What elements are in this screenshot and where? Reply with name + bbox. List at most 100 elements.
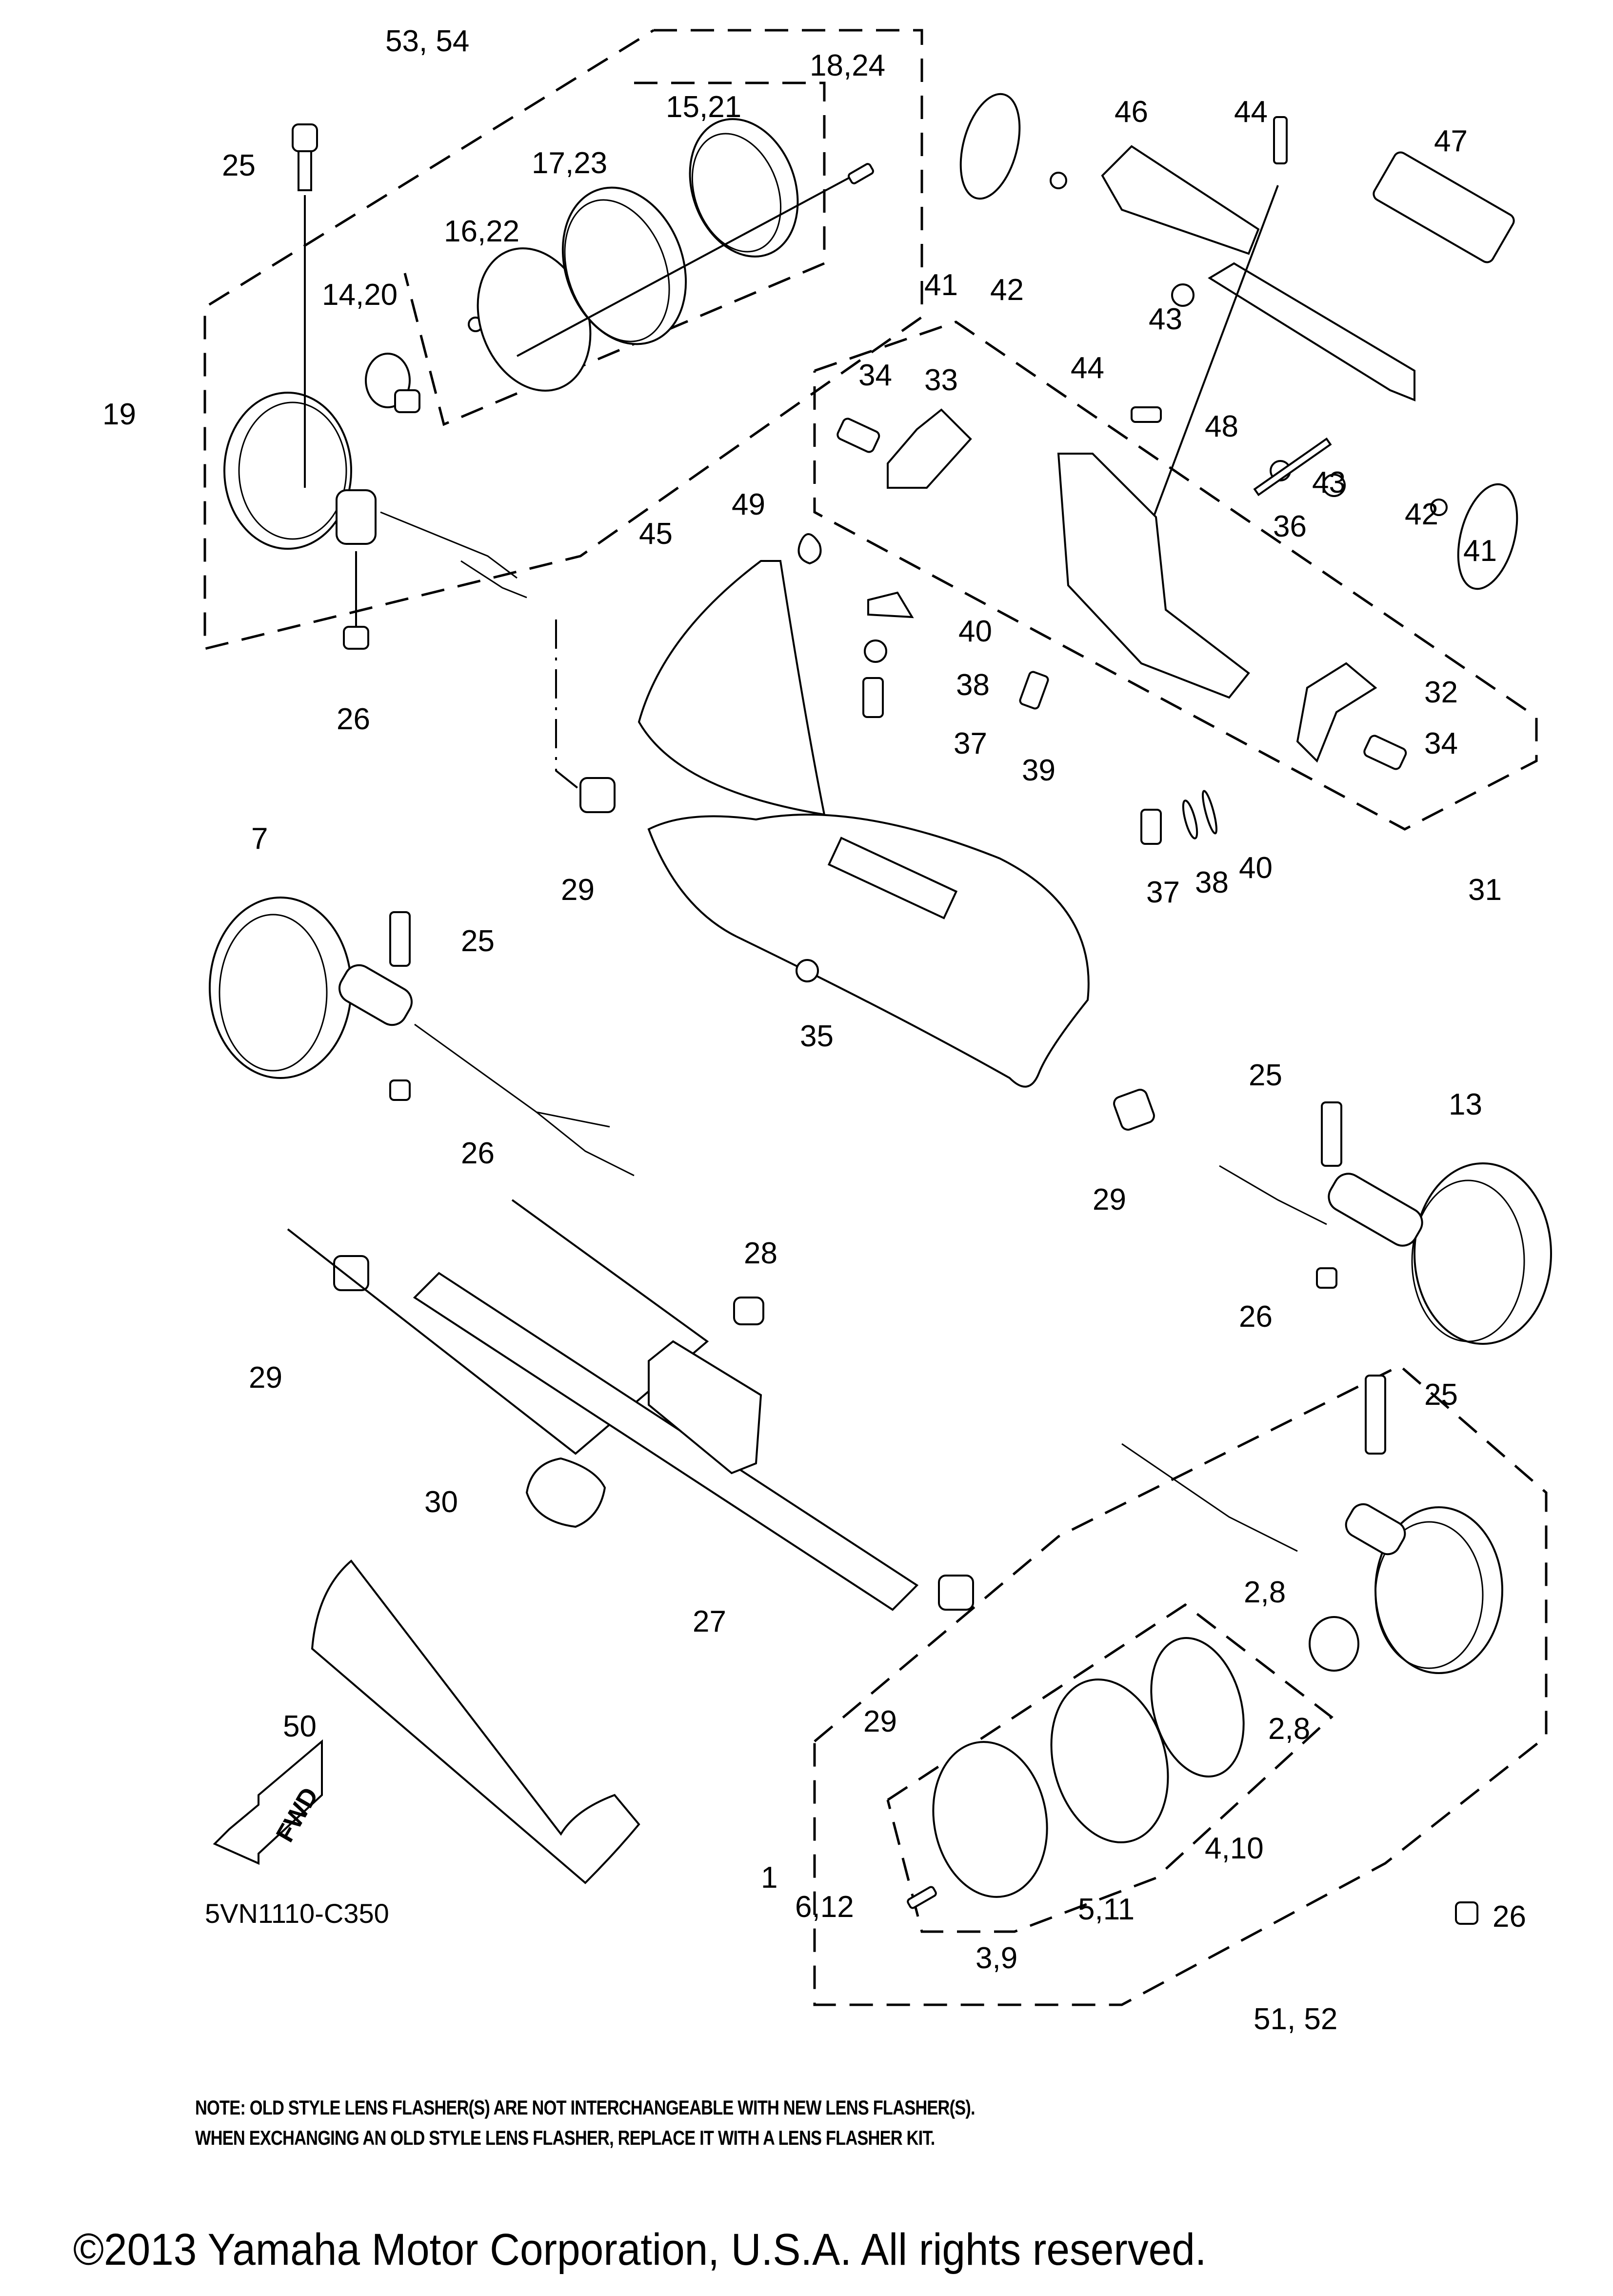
callout-25: 25 <box>1249 1058 1282 1092</box>
callout-47: 47 <box>1434 124 1468 158</box>
plate-40-b <box>1202 790 1217 835</box>
callout-50: 50 <box>283 1710 317 1743</box>
flasher-housing-1 <box>1345 1503 1503 1674</box>
callout-29: 29 <box>249 1361 282 1395</box>
bolt-34-a <box>836 418 880 453</box>
gasket-4-10 <box>1150 1637 1245 1777</box>
callout-15-21: 15,21 <box>666 90 741 124</box>
washer-42-b <box>1430 499 1448 516</box>
callout-19: 19 <box>102 398 136 431</box>
callout-29: 29 <box>1093 1183 1126 1217</box>
bracket-46-lower <box>1208 262 1415 401</box>
note-line-1: NOTE: OLD STYLE LENS FLASHER(S) ARE NOT … <box>195 2096 976 2119</box>
callout-42: 42 <box>1405 498 1438 531</box>
callout-48: 48 <box>1205 410 1238 443</box>
callout-46: 46 <box>1115 95 1148 129</box>
cap-49 <box>797 533 822 565</box>
callout-28: 28 <box>744 1237 777 1270</box>
callout-2-8: 2,8 <box>1244 1576 1286 1609</box>
callout-25: 25 <box>222 149 256 182</box>
cover-50 <box>311 1559 640 1884</box>
grommet-29-d <box>938 1575 974 1611</box>
bolt-37-b <box>1140 809 1162 845</box>
callout-38: 38 <box>1195 866 1229 899</box>
kit-boundary-inner <box>403 81 826 426</box>
rim-17-23 <box>561 186 687 345</box>
callout-4-10: 4,10 <box>1205 1832 1264 1865</box>
assembly-group-tube <box>311 1272 919 1884</box>
grommet-29-b <box>1113 1089 1155 1131</box>
callout-31: 31 <box>1468 873 1502 907</box>
bolt-44-b <box>1131 406 1162 423</box>
callout-26: 26 <box>337 702 370 736</box>
callout-27: 27 <box>693 1605 726 1638</box>
callout-26: 26 <box>1239 1300 1273 1334</box>
assembly-group-flasher-rear-left <box>203 29 923 791</box>
bolt-39 <box>1019 671 1049 710</box>
nut-26-d <box>1455 1901 1478 1925</box>
callout-43: 43 <box>1312 466 1346 499</box>
callout-51-52: 51, 52 <box>1254 2002 1337 2036</box>
callout-30: 30 <box>424 1485 458 1519</box>
callout-7: 7 <box>251 822 268 856</box>
callout-25: 25 <box>1424 1378 1458 1412</box>
rear-frame-bar <box>647 814 1090 1088</box>
reflector-41-b <box>1457 483 1518 590</box>
callout-41: 41 <box>1463 534 1497 568</box>
callout-3-9: 3,9 <box>976 1941 1017 1975</box>
flasher-7 <box>209 897 709 1455</box>
callout-14-20: 14,20 <box>322 278 398 312</box>
callout-29: 29 <box>561 873 595 907</box>
kit-boundary-53-54 <box>203 29 923 651</box>
wire-harness-a <box>380 511 581 791</box>
callout-5-11: 5,11 <box>1078 1893 1135 1926</box>
assembly-group-flasher-front-right <box>813 1364 1548 2006</box>
callout-13: 13 <box>1449 1088 1482 1121</box>
nut-43-a <box>1171 283 1195 307</box>
bolt-34-b <box>1363 735 1407 770</box>
callout-44: 44 <box>1071 351 1104 385</box>
diagram-code: 5VN1110-C350 <box>205 1898 389 1929</box>
bolt-25-d <box>1365 1375 1386 1455</box>
fwd-direction-arrow: FWD <box>213 1739 324 1865</box>
callout-34: 34 <box>858 359 892 392</box>
kit-boundary-51-52 <box>886 1603 1334 1933</box>
bulb-14-20 <box>365 317 483 413</box>
bolt-44-a <box>1273 116 1288 164</box>
note-line-2: WHEN EXCHANGING AN OLD STYLE LENS FLASHE… <box>195 2126 935 2149</box>
tube-27 <box>413 1272 919 1611</box>
washer-38-b <box>1182 799 1198 839</box>
callout-43: 43 <box>1149 302 1182 336</box>
bolt-25-c <box>1321 1101 1342 1167</box>
callout-53-54: 53, 54 <box>385 24 469 58</box>
wire-harness-c <box>1219 1165 1327 1225</box>
screw-18-24 <box>517 163 874 357</box>
copyright-notice: ©2013 Yamaha Motor Corporation, U.S.A. A… <box>73 2225 1207 2275</box>
flasher-13 <box>1219 1101 1552 1345</box>
callout-41: 41 <box>924 268 958 302</box>
nut-26-b <box>389 1079 411 1101</box>
callout-labels: 53, 54 18,24 15,21 25 17,23 16,22 14,20 … <box>102 24 1526 2036</box>
grommet-35 <box>796 959 819 982</box>
callout-34: 34 <box>1424 727 1458 760</box>
wire-harness-b <box>414 1023 610 1128</box>
callout-16-22: 16,22 <box>444 215 519 248</box>
screw-6-12 <box>907 1886 937 1909</box>
callout-40: 40 <box>958 615 992 648</box>
callout-35: 35 <box>800 1019 834 1053</box>
washer-42-a <box>1050 172 1067 189</box>
license-light-47 <box>1373 151 1515 263</box>
kit-boundary-1 <box>813 1364 1548 2006</box>
callout-37: 37 <box>954 727 987 760</box>
rim-5-11 <box>1050 1678 1169 1843</box>
callout-36: 36 <box>1273 510 1307 543</box>
reflector-41-a <box>959 93 1021 200</box>
callout-33: 33 <box>924 363 958 397</box>
assembly-group-bracket-31 <box>637 320 1538 845</box>
callout-32: 32 <box>1424 676 1458 709</box>
plate-center <box>1057 453 1250 699</box>
flasher-housing-19 <box>223 392 377 550</box>
callout-49: 49 <box>732 488 765 521</box>
nut-43-b <box>1322 474 1346 497</box>
